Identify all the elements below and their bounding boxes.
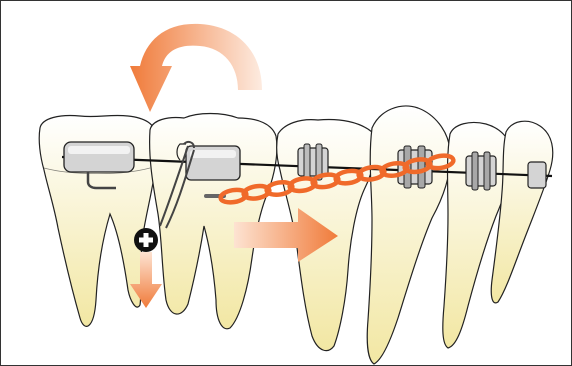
lateral-incisor-bracket xyxy=(466,152,496,190)
canine-tooth xyxy=(367,106,450,364)
curved-arrow-icon xyxy=(130,24,262,112)
plus-circle-icon xyxy=(134,228,158,252)
central-incisor-bracket xyxy=(528,162,546,188)
